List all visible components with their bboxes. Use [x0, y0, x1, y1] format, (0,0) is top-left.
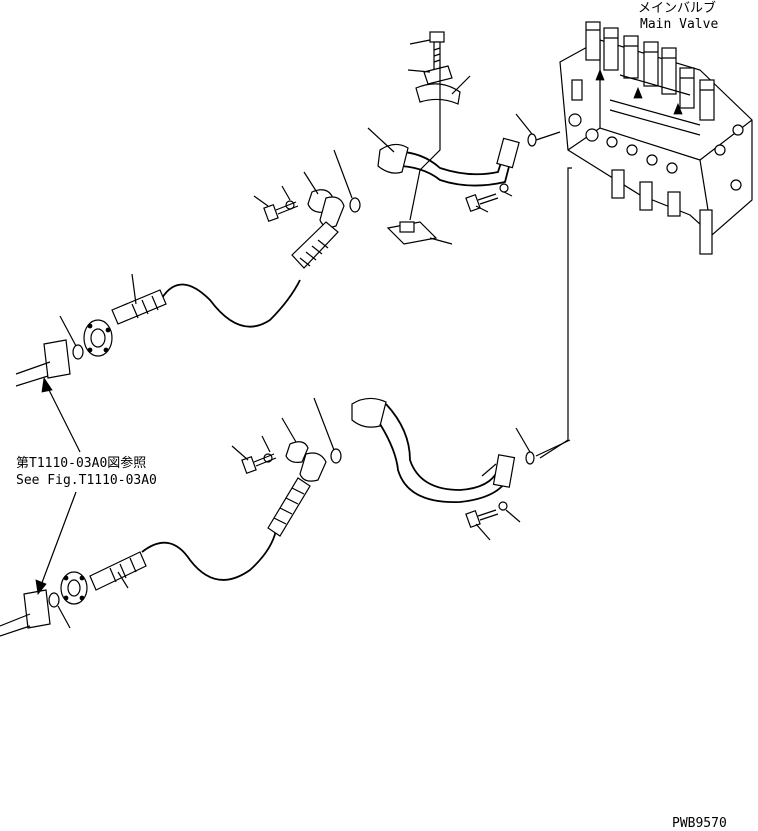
- upper-pipe-clamp: [415, 65, 461, 108]
- upper-hose-flange: [83, 319, 113, 357]
- leader-lines: [57, 39, 533, 629]
- upper-valve-bolt: [465, 183, 509, 213]
- upper-bracket: [386, 221, 438, 245]
- lower-hose-flange: [60, 571, 88, 605]
- main-valve-label-en: Main Valve: [640, 17, 719, 32]
- upper-split-flange: [307, 189, 345, 228]
- lower-steel-tube: [351, 397, 516, 503]
- upper-hose-o-ring: [72, 344, 84, 360]
- upper-pump-port: [15, 339, 71, 387]
- lower-valve-o-ring: [525, 451, 535, 465]
- upper-flange-bolt: [263, 201, 299, 223]
- see-fig-reference-jp: 第T1110-03A0図参照: [16, 456, 147, 471]
- drawing-number: PWB9570: [672, 816, 727, 831]
- upper-clamp-bolt: [429, 31, 445, 71]
- lower-hose: [89, 477, 311, 591]
- upper-hose: [111, 221, 339, 328]
- lower-hose-o-ring: [48, 592, 60, 608]
- lower-split-flange: [285, 441, 327, 482]
- upper-valve-o-ring: [527, 133, 537, 147]
- upper-steel-tube: [377, 137, 520, 187]
- see-fig-reference-en: See Fig.T1110-03A0: [16, 473, 157, 488]
- see-fig-arrows: [35, 376, 81, 595]
- lower-pump-port: [0, 589, 51, 637]
- upper-o-ring: [349, 197, 361, 213]
- main-valve: [559, 21, 753, 255]
- lower-valve-bolt: [465, 501, 508, 529]
- lower-o-ring: [330, 448, 342, 464]
- main-valve-label-jp: メインバルブ: [638, 1, 717, 16]
